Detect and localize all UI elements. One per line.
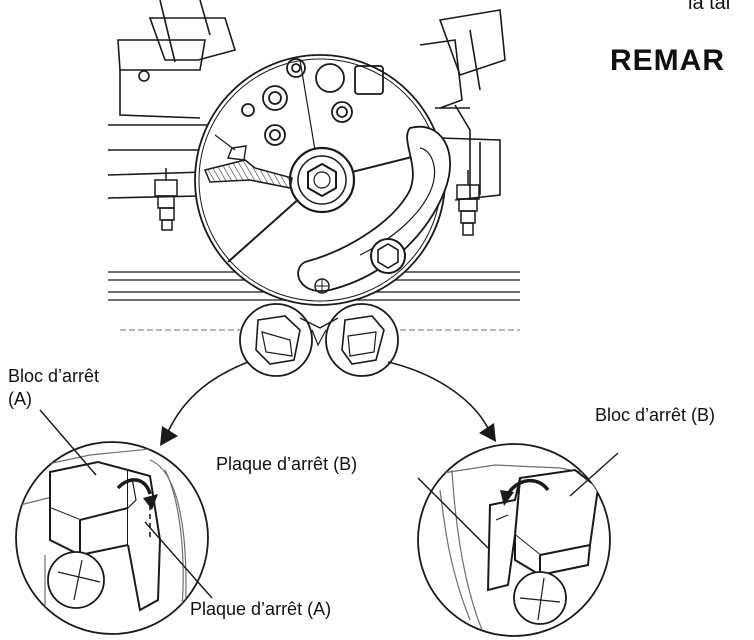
- label-stop-plate-a: Plaque d’arrêt (A): [190, 599, 332, 619]
- rotating-disc: [194, 54, 451, 306]
- detail-view-a: [15, 441, 209, 635]
- detail-view-b: [417, 443, 611, 637]
- label-stop-block-a-line1: Bloc d’arrêt: [8, 366, 100, 386]
- label-stop-block-a-line2: (A): [8, 389, 32, 409]
- callout-arrows: [167, 361, 489, 433]
- leader-lines: [39, 409, 619, 599]
- stop-blocks-detail: [239, 303, 399, 377]
- label-stop-plate-b: Plaque d’arrêt (B): [216, 454, 358, 474]
- frame-structure: [107, 0, 520, 331]
- right-bolt-stack: [456, 170, 480, 236]
- top-text-fragment: la tal: [688, 0, 731, 14]
- left-bolt-stack: [154, 168, 178, 231]
- remark-heading-fragment: REMAR: [610, 44, 725, 77]
- disc-latch: [203, 134, 293, 189]
- label-stop-block-b: Bloc d’arrêt (B): [595, 405, 716, 425]
- callout-arrowheads: [160, 423, 496, 446]
